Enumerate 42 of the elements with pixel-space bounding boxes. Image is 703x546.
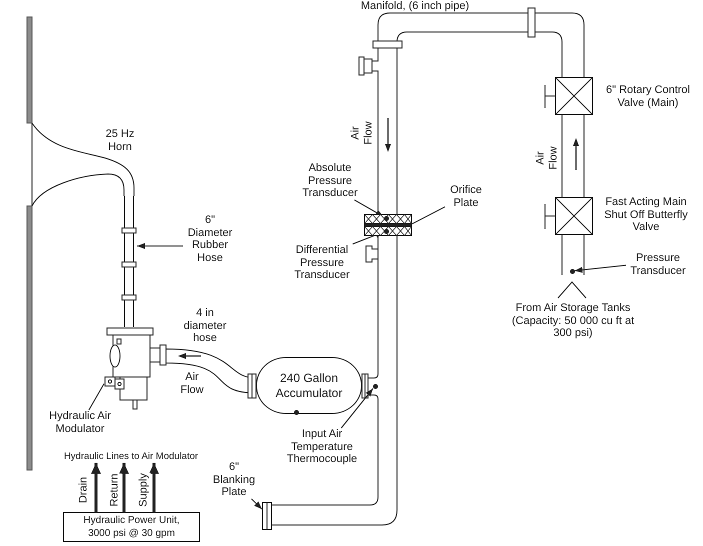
leader-line — [251, 498, 262, 510]
flow-label: Air Flow — [179, 371, 205, 396]
dot-icon — [372, 384, 378, 388]
dot-icon — [384, 216, 388, 220]
callout-label: Hydraulic Lines to Air Modulator — [64, 452, 198, 463]
rubber-hose — [121, 196, 137, 327]
dot-icon — [570, 268, 574, 274]
hose-label: 4 in diameter hose — [182, 307, 228, 345]
horn-label: 25 Hz Horn — [104, 128, 136, 154]
callout-label: Orifice Plate — [445, 184, 487, 210]
flow-label: Air Flow — [534, 145, 560, 172]
orifice-plate — [364, 214, 412, 236]
arrow — [149, 462, 159, 512]
modulator-unit — [104, 327, 166, 410]
arrow — [91, 462, 101, 512]
leader-line — [88, 383, 104, 410]
leader-line — [340, 388, 374, 428]
valve-symbol — [555, 197, 593, 235]
callout-label: Pressure Transducer — [626, 252, 690, 278]
callout-label: Absolute Pressure Transducer — [298, 162, 362, 200]
flow-label: Air Flow — [349, 120, 375, 147]
callout-label: 6" Diameter Rubber Hose — [183, 214, 237, 265]
pipe-label: Manifold, (6 inch pipe) — [360, 0, 470, 13]
callout-label: Input Air Temperature Thermocouple — [284, 428, 360, 466]
callout-label: Hydraulic Air Modulator — [42, 410, 118, 436]
valve-label: 6" Rotary Control Valve (Main) — [605, 84, 691, 110]
accumulator-tank: 240 Gallon Accumulator — [256, 357, 362, 414]
valve-symbol — [555, 77, 593, 115]
inlet-label: From Air Storage Tanks (Capacity: 50 000 cu ft at 300 psi) — [510, 302, 636, 340]
leader-line — [412, 206, 446, 224]
edge-label: Supply — [138, 473, 150, 507]
callout-label: Differential Pressure Transducer — [290, 244, 354, 282]
hose-pipe — [166, 348, 258, 398]
power-unit-box: Hydraulic Power Unit, 3000 psi @ 30 gpm — [63, 512, 200, 542]
edge-label: Return — [108, 473, 122, 507]
arrow — [119, 462, 129, 512]
leader-line — [136, 243, 184, 249]
callout-label: 6" Blanking Plate — [210, 461, 258, 499]
blanking-plate — [262, 502, 272, 530]
valve-label: Fast Acting Main Shut Off Butterfly Valve — [603, 196, 689, 234]
leader-line — [574, 264, 626, 273]
dot-icon — [384, 228, 388, 234]
